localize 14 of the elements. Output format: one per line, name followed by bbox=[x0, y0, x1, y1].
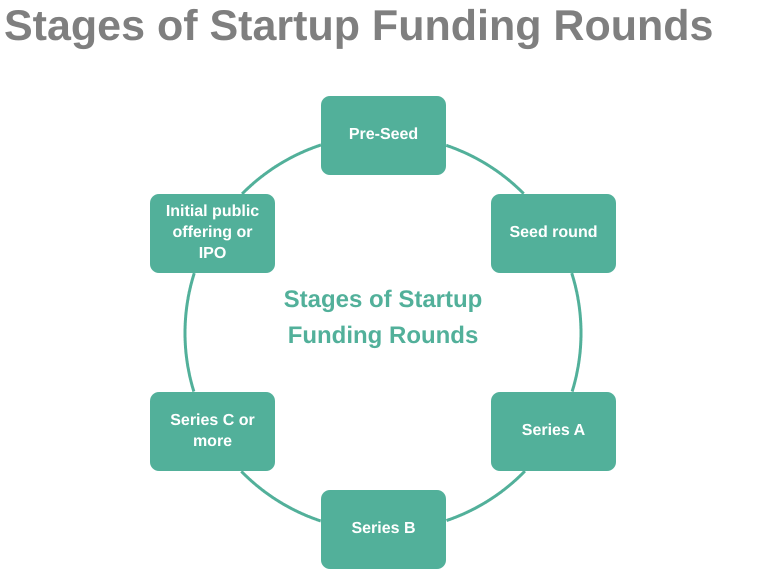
connector-arc bbox=[446, 470, 526, 522]
stage-box: Series C or more bbox=[150, 392, 275, 471]
connector-arc bbox=[445, 144, 525, 195]
connector-arc bbox=[184, 272, 196, 393]
stage-box: Pre-Seed bbox=[321, 96, 446, 175]
connector-arc bbox=[570, 272, 582, 393]
connector-arc bbox=[241, 144, 322, 195]
center-heading: Stages of Startup Funding Rounds bbox=[282, 285, 484, 351]
stage-box: Series A bbox=[491, 392, 616, 471]
stage-box: Series B bbox=[321, 490, 446, 569]
stage-box: Initial public offering or IPO bbox=[150, 194, 275, 273]
stage-box: Seed round bbox=[491, 194, 616, 273]
title: Stages of Startup Funding Rounds bbox=[4, 2, 714, 51]
connector-arc bbox=[240, 470, 322, 522]
